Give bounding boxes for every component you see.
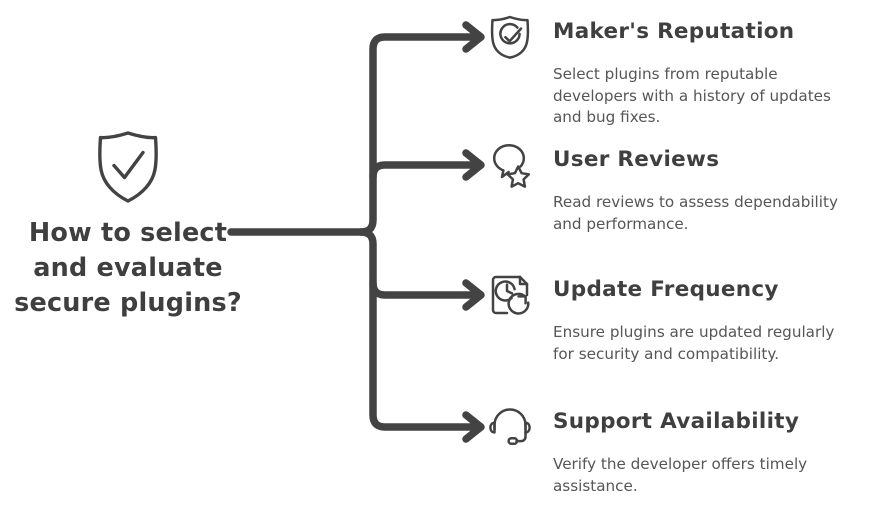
arrowhead-1 bbox=[462, 21, 485, 53]
branch-item-makers-reputation[interactable]: Maker's Reputation Select plugins from r… bbox=[487, 14, 877, 129]
arrowhead-2 bbox=[462, 149, 485, 181]
branch-header: Support Availability bbox=[487, 404, 877, 452]
connector-branch-1 bbox=[357, 33, 482, 236]
headset-icon bbox=[489, 408, 531, 446]
speech-bubble-star-icon bbox=[492, 143, 531, 188]
branch-title: Support Availability bbox=[553, 409, 800, 434]
branch-description: Select plugins from reputable developers… bbox=[553, 65, 831, 126]
branch-title: User Reviews bbox=[553, 147, 720, 172]
branch-header: User Reviews bbox=[487, 142, 877, 190]
branch-item-support-availability[interactable]: Support Availability Verify the develope… bbox=[487, 404, 877, 497]
connector-branch-3 bbox=[369, 279, 482, 299]
root-node: How to select and evaluate secure plugin… bbox=[10, 130, 246, 321]
connector-branch-4 bbox=[357, 228, 482, 431]
branch-title: Maker's Reputation bbox=[553, 19, 795, 44]
arrowhead-4 bbox=[462, 411, 485, 443]
page-title: How to select and evaluate secure plugin… bbox=[14, 218, 242, 318]
branch-description: Verify the developer offers timely assis… bbox=[553, 455, 808, 495]
branch-header: Update Frequency bbox=[487, 272, 877, 320]
branch-item-user-reviews[interactable]: User Reviews Read reviews to assess depe… bbox=[487, 142, 877, 235]
branch-description: Ensure plugins are updated regularly for… bbox=[553, 323, 835, 363]
shield-check-icon bbox=[98, 131, 158, 203]
branch-header: Maker's Reputation bbox=[487, 14, 877, 62]
branch-title: Update Frequency bbox=[553, 277, 779, 302]
document-clock-refresh-icon bbox=[491, 275, 530, 315]
branch-description: Read reviews to assess dependability and… bbox=[553, 193, 838, 233]
connector-branch-2 bbox=[369, 161, 482, 181]
arrowhead-3 bbox=[462, 279, 485, 311]
shield-check-badge-icon bbox=[490, 15, 530, 59]
branch-item-update-frequency[interactable]: Update Frequency Ensure plugins are upda… bbox=[487, 272, 877, 365]
